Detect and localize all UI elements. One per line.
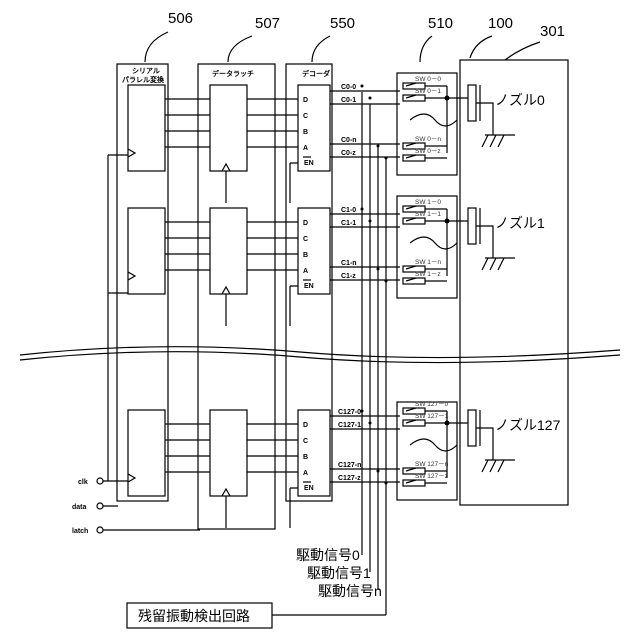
residual-vibration-detector-label: 残留振動検出回路	[138, 608, 250, 624]
latch-register-1	[210, 208, 247, 294]
decoder-input-B: B	[303, 454, 308, 461]
switch-label: SW 127－z	[415, 473, 448, 480]
decoder-input-C: C	[303, 113, 308, 120]
junction-dot	[445, 96, 450, 101]
serial-parallel-label-2: パラレル変換	[122, 75, 165, 84]
decoder-output: C0-1	[341, 97, 356, 104]
switch-label: SW 0－0	[415, 76, 441, 83]
shift-register-2	[128, 410, 165, 496]
decoder-input-D: D	[303, 97, 308, 104]
decoder-output: C1-0	[341, 207, 356, 214]
ref-506: 506	[168, 10, 193, 27]
nozzle-label-1: ノズル1	[495, 215, 545, 231]
switch-label: SW 1－z	[415, 271, 441, 278]
ref-301: 301	[540, 23, 565, 40]
junction-dot	[445, 421, 450, 426]
decoder-input-B: B	[303, 252, 308, 259]
data-latch-label: データラッチ	[212, 69, 254, 78]
serial-parallel-label-1: シリアル	[132, 67, 160, 75]
ref-100: 100	[488, 15, 513, 32]
decoder-output: C1-n	[341, 260, 357, 267]
drive-signal-wires	[362, 92, 386, 615]
decoder-output: C0-0	[341, 84, 356, 91]
decoder-output: C0-z	[341, 150, 356, 157]
switch-label: SW 0－1	[415, 88, 441, 95]
decoder-output: C127-n	[338, 462, 361, 469]
switch-label: SW 0－z	[415, 148, 441, 155]
switch-label: SW 0－n	[415, 136, 441, 143]
decoder-output: C127-0	[338, 409, 361, 416]
latch-terminal	[97, 527, 103, 533]
leader-510	[420, 36, 432, 62]
decoder-output: C1-1	[341, 220, 356, 227]
leader-507	[228, 36, 252, 62]
decoder-input-A: A	[303, 470, 308, 477]
decoder-input-D: D	[303, 422, 308, 429]
nozzle-label-2: ノズル127	[495, 417, 561, 433]
decoder-input-EN: EN	[304, 485, 314, 492]
data-label: data	[72, 504, 87, 511]
latch-label: latch	[72, 528, 88, 535]
decoder-input-A: A	[303, 268, 308, 275]
ref-550: 550	[330, 15, 355, 32]
switch-label: SW 1－1	[415, 211, 441, 218]
switch-label: SW 1－n	[415, 259, 441, 266]
drive-signal-1-label: 駆動信号1	[307, 565, 371, 581]
leader-550	[312, 36, 330, 62]
switch-label: SW 1－0	[415, 199, 441, 206]
drive-signal-0-label: 駆動信号0	[296, 547, 360, 563]
decoder-input-C: C	[303, 236, 308, 243]
ref-507: 507	[255, 15, 280, 32]
junction-dot	[445, 219, 450, 224]
drive-signal-n-label: 駆動信号n	[318, 583, 382, 599]
nozzle-label-0: ノズル0	[495, 92, 545, 108]
latch-register-0	[210, 85, 247, 171]
ref-510: 510	[428, 15, 453, 32]
drive-node	[369, 97, 372, 100]
data-terminal	[97, 503, 103, 509]
clk-label: clk	[78, 479, 88, 486]
decoder-output: C127-1	[338, 422, 361, 429]
decoder-input-EN: EN	[304, 160, 314, 167]
decoder-output: C1-z	[341, 273, 356, 280]
piezo-element-301	[468, 85, 476, 121]
switch-label: SW 127－1	[415, 413, 449, 420]
shift-register-0	[128, 85, 165, 171]
shift-register-1	[128, 208, 165, 294]
decoder-output: C0-n	[341, 137, 357, 144]
decoder-input-C: C	[303, 438, 308, 445]
piezo-element-301	[468, 410, 476, 446]
decoder-label: デコーダ	[302, 69, 330, 78]
decoder-input-B: B	[303, 129, 308, 136]
switch-label: SW 127－0	[415, 401, 449, 408]
piezo-element-301	[468, 208, 476, 244]
decoder-input-A: A	[303, 145, 308, 152]
leader-100	[470, 36, 492, 58]
decoder-output: C127-z	[338, 475, 361, 482]
latch-register-2	[210, 410, 247, 496]
leader-506	[145, 32, 168, 62]
switch-label: SW 127－n	[415, 461, 449, 468]
clk-terminal	[97, 478, 103, 484]
decoder-input-EN: EN	[304, 283, 314, 290]
drive-node	[361, 85, 364, 88]
decoder-input-D: D	[303, 220, 308, 227]
